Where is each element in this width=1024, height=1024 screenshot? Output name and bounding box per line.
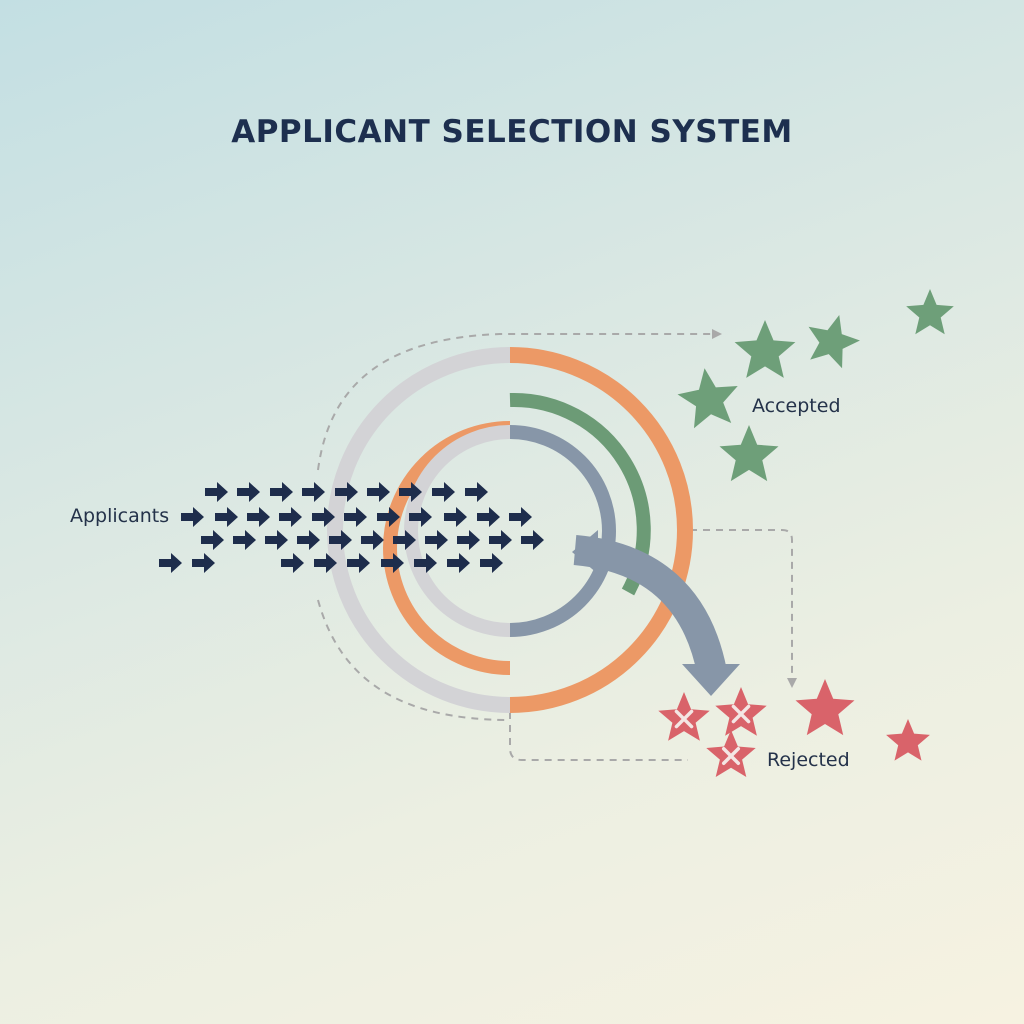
accepted-stars: [677, 289, 954, 482]
x-mark: [721, 746, 741, 766]
right-arrow-icon: [509, 507, 532, 527]
star-icon: [886, 719, 930, 761]
right-arrow-icon: [367, 482, 390, 502]
accepted-label: Accepted: [752, 395, 841, 417]
x-mark: [674, 709, 694, 729]
applicant-arrows: [159, 482, 544, 573]
right-arrow-icon: [521, 530, 544, 550]
star-icon: [677, 368, 738, 429]
x-mark: [731, 704, 751, 724]
right-arrow-icon: [314, 553, 337, 573]
rejected-stars: [658, 679, 930, 777]
right-arrow-icon: [297, 530, 320, 550]
right-arrow-icon: [247, 507, 270, 527]
right-arrow-icon: [381, 553, 404, 573]
star-icon: [734, 320, 796, 378]
right-arrow-icon: [181, 507, 204, 527]
right-arrow-icon: [414, 553, 437, 573]
applicants-label: Applicants: [70, 505, 170, 527]
dashed-path-to-rejected-right: [690, 529, 797, 688]
rejected-label: Rejected: [767, 749, 850, 771]
right-arrow-icon: [347, 553, 370, 573]
right-arrow-icon: [489, 530, 512, 550]
dashed-path-outer-left: [317, 599, 511, 721]
right-arrow-icon: [377, 507, 400, 527]
outer-ring-left-gray: [327, 347, 511, 713]
outer-ring-right-orange: [509, 347, 693, 713]
right-arrow-icon: [477, 507, 500, 527]
dashed-path-to-rejected-bottom: [509, 712, 688, 761]
right-arrow-icon: [281, 553, 304, 573]
right-arrow-icon: [312, 507, 335, 527]
rejected-star-shape: [658, 692, 710, 741]
right-arrow-icon: [447, 553, 470, 573]
right-arrow-icon: [361, 530, 384, 550]
right-arrow-icon: [393, 530, 416, 550]
right-arrow-icon: [233, 530, 256, 550]
right-arrow-icon: [279, 507, 302, 527]
reject-redirect-arrow: [572, 530, 740, 696]
right-arrow-icon: [457, 530, 480, 550]
star-icon: [906, 289, 954, 335]
core-ring-right-slate: [509, 425, 616, 637]
right-arrow-icon: [192, 553, 215, 573]
right-arrow-icon: [159, 553, 182, 573]
diagram-title: APPLICANT SELECTION SYSTEM: [231, 114, 793, 150]
dashed-path-to-accepted: [317, 329, 722, 471]
star-icon: [795, 679, 855, 736]
right-arrow-icon: [205, 482, 228, 502]
right-arrow-icon: [329, 530, 352, 550]
right-arrow-icon: [444, 507, 467, 527]
core-ring-left-gray: [404, 425, 511, 637]
right-arrow-icon: [215, 507, 238, 527]
right-arrow-icon: [399, 482, 422, 502]
right-arrow-icon: [480, 553, 503, 573]
right-arrow-icon: [270, 482, 293, 502]
rejected-star-shape: [706, 730, 756, 777]
right-arrow-icon: [465, 482, 488, 502]
selection-rings: [327, 347, 693, 713]
right-arrow-icon: [201, 530, 224, 550]
right-arrow-icon: [432, 482, 455, 502]
star-x-icon: [658, 692, 710, 741]
right-arrow-icon: [409, 507, 432, 527]
right-arrow-icon: [335, 482, 358, 502]
right-arrow-icon: [265, 530, 288, 550]
right-arrow-icon: [344, 507, 367, 527]
right-arrow-icon: [302, 482, 325, 502]
star-icon: [719, 425, 779, 482]
rejected-star-shape: [715, 687, 767, 736]
right-arrow-icon: [425, 530, 448, 550]
star-x-icon: [706, 730, 756, 777]
right-arrow-icon: [237, 482, 260, 502]
star-icon: [808, 314, 860, 369]
star-x-icon: [715, 687, 767, 736]
